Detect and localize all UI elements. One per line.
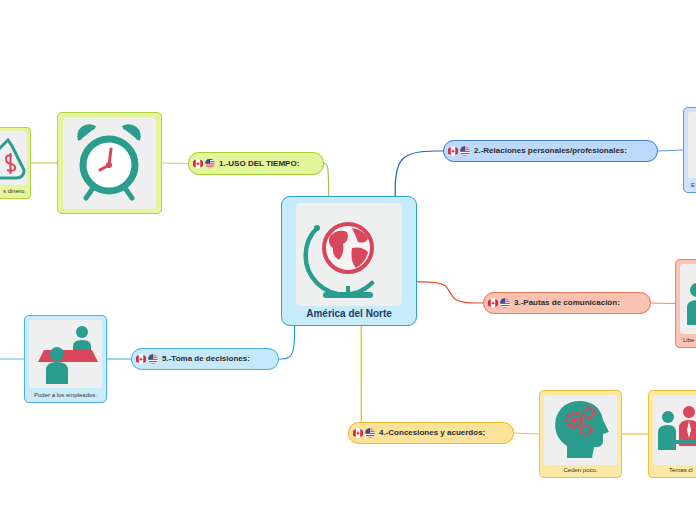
image-ground bbox=[29, 320, 102, 388]
box-ground bbox=[24, 315, 107, 403]
branch-connector bbox=[361, 326, 362, 422]
branch-label: 1.-USO DEL TIEMPO: bbox=[219, 159, 299, 169]
flag-icons bbox=[136, 146, 510, 438]
pill-ground bbox=[348, 422, 514, 444]
pill-ground bbox=[131, 348, 279, 370]
pill-ground bbox=[483, 292, 651, 314]
branch-connector bbox=[324, 164, 329, 197]
branch-pill: 1.-USO DEL TIEMPO: bbox=[188, 152, 324, 175]
team-table-icon bbox=[38, 326, 98, 384]
pill-ground bbox=[443, 140, 658, 162]
alarm-clock-icon bbox=[79, 126, 139, 198]
image-ground bbox=[680, 264, 696, 334]
branch-connector bbox=[658, 150, 683, 151]
money-bag-icon bbox=[0, 140, 24, 178]
person-icon bbox=[687, 283, 696, 325]
branch-label: 3.-Pautas de comunicación: bbox=[514, 298, 620, 308]
branch-pill: 2.-Relaciones personales/profesionales: bbox=[443, 140, 658, 162]
globe-icon bbox=[306, 224, 373, 298]
branch-connector bbox=[395, 151, 443, 196]
image-caption: Libe bbox=[676, 337, 696, 344]
image-caption: E bbox=[684, 182, 696, 189]
image-ground bbox=[653, 395, 696, 465]
image-caption: Poder a los empleados. bbox=[25, 392, 106, 399]
image-box bbox=[57, 112, 162, 214]
branch-pill: 5.-Toma de decisiones: bbox=[131, 348, 279, 370]
meeting-people-icon bbox=[658, 406, 696, 450]
image-caption: Ceden poco. bbox=[540, 467, 621, 474]
image-caption: Temas cl bbox=[649, 467, 696, 474]
pill-ground bbox=[188, 152, 324, 175]
branch-label: 2.-Relaciones personales/profesionales: bbox=[474, 146, 627, 156]
box-ground bbox=[648, 390, 696, 478]
image-caption: s dinero. bbox=[0, 188, 30, 195]
head-gears-icon bbox=[555, 401, 609, 458]
offpage-link bbox=[0, 359, 24, 360]
central-title: América del Norte bbox=[282, 308, 416, 320]
central-topic-box: América del Norte bbox=[281, 196, 417, 326]
image-box: Temas cl bbox=[648, 390, 696, 478]
branch-connector bbox=[162, 162, 188, 164]
branch-pill: 3.-Pautas de comunicación: bbox=[483, 292, 651, 314]
box-ground bbox=[675, 259, 696, 348]
branch-connector bbox=[107, 358, 131, 359]
box-ground bbox=[57, 112, 162, 214]
branch-label: 4.-Concesiones y acuerdos; bbox=[379, 428, 485, 438]
box-ground bbox=[683, 107, 696, 193]
branch-connector bbox=[279, 326, 295, 359]
branch-pill: 4.-Concesiones y acuerdos; bbox=[348, 422, 514, 444]
image-box: s dinero. bbox=[0, 127, 31, 199]
branch-connector bbox=[622, 433, 648, 434]
image-ground bbox=[688, 112, 696, 178]
image-ground bbox=[63, 117, 156, 209]
branch-connector bbox=[417, 282, 483, 303]
image-box: Poder a los empleados. bbox=[24, 315, 107, 403]
image-ground bbox=[544, 395, 617, 465]
center-ground bbox=[281, 196, 417, 326]
branch-label: 5.-Toma de decisiones: bbox=[162, 354, 250, 364]
image-box: Libe bbox=[675, 259, 696, 348]
branch-connector bbox=[31, 162, 57, 163]
branch-connector bbox=[514, 433, 539, 434]
image-box: Ceden poco. bbox=[539, 390, 622, 478]
box-ground bbox=[0, 127, 31, 199]
box-ground bbox=[539, 390, 622, 478]
branch-connector bbox=[651, 302, 675, 304]
image-box: E bbox=[683, 107, 696, 193]
image-ground bbox=[296, 203, 402, 306]
image-ground bbox=[0, 131, 27, 185]
